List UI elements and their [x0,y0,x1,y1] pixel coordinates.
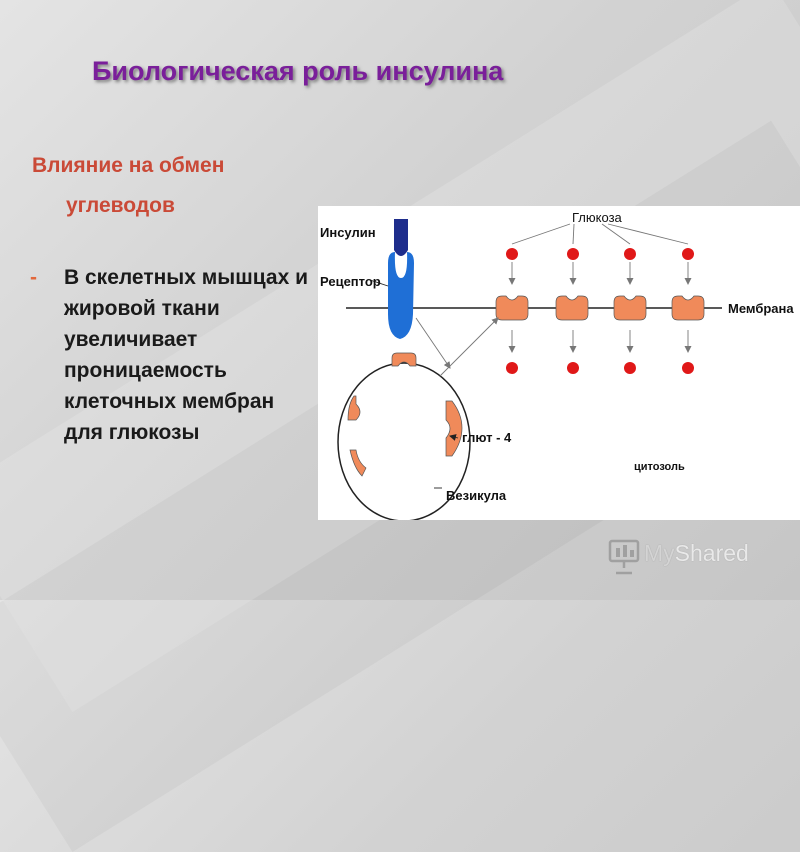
glucose-molecule [567,248,579,260]
label-glut4: глют - 4 [462,430,512,445]
receptor [388,252,414,339]
label-cytosol: цитозоль [634,461,685,473]
subtitle-line: углеводов [66,194,175,217]
glucose-molecule [567,362,579,374]
slide-subtitle: Влияние на обмен углеводов [32,146,224,226]
glut4-transporter [391,352,417,367]
glucose-molecule [682,362,694,374]
myshared-logo-icon [608,539,640,575]
vesicle [337,362,471,520]
glucose-entry-arrows [508,262,692,285]
label-vesicle: Везикула [446,488,507,503]
diagram-canvas: Инсулин Рецептор Глюкоза Мембрана глют -… [320,210,794,520]
receptor-pointer [369,279,389,287]
subtitle-line: Влияние на обмен [32,154,225,177]
slide-title: Биологическая роль инсулина [92,56,504,86]
glut4-pointer [449,434,459,441]
label-glucose: Глюкоза [572,210,623,225]
label-insulin: Инсулин [320,225,376,240]
glucose-molecule [624,248,636,260]
myshared-logo-text: MyShared [644,540,749,566]
glut4-transporter [347,395,361,421]
signal-arrow [415,317,451,369]
insulin-molecule [394,219,408,256]
glucose-molecule [506,362,518,374]
membrane-transporter [495,295,529,321]
glucose-molecule [624,362,636,374]
glucose-molecule [682,248,694,260]
membrane-transporter [555,295,589,321]
label-membrane: Мембрана [728,301,794,316]
glucose-pointer-lines [511,223,689,245]
bullet-marker: - [30,266,37,289]
insulin-diagram: Инсулин Рецептор Глюкоза Мембрана глют -… [318,206,800,520]
translocation-arrow [439,317,499,377]
label-receptor: Рецептор [320,274,381,289]
glut4-transporter [445,400,463,457]
membrane-transporter [671,295,705,321]
membrane-transporter [613,295,647,321]
glut4-transporter [349,449,367,477]
glucose-exit-arrows [508,330,692,353]
bullet-text: В скелетных мышцах и жировой ткани увели… [64,266,308,444]
glucose-molecule [506,248,518,260]
